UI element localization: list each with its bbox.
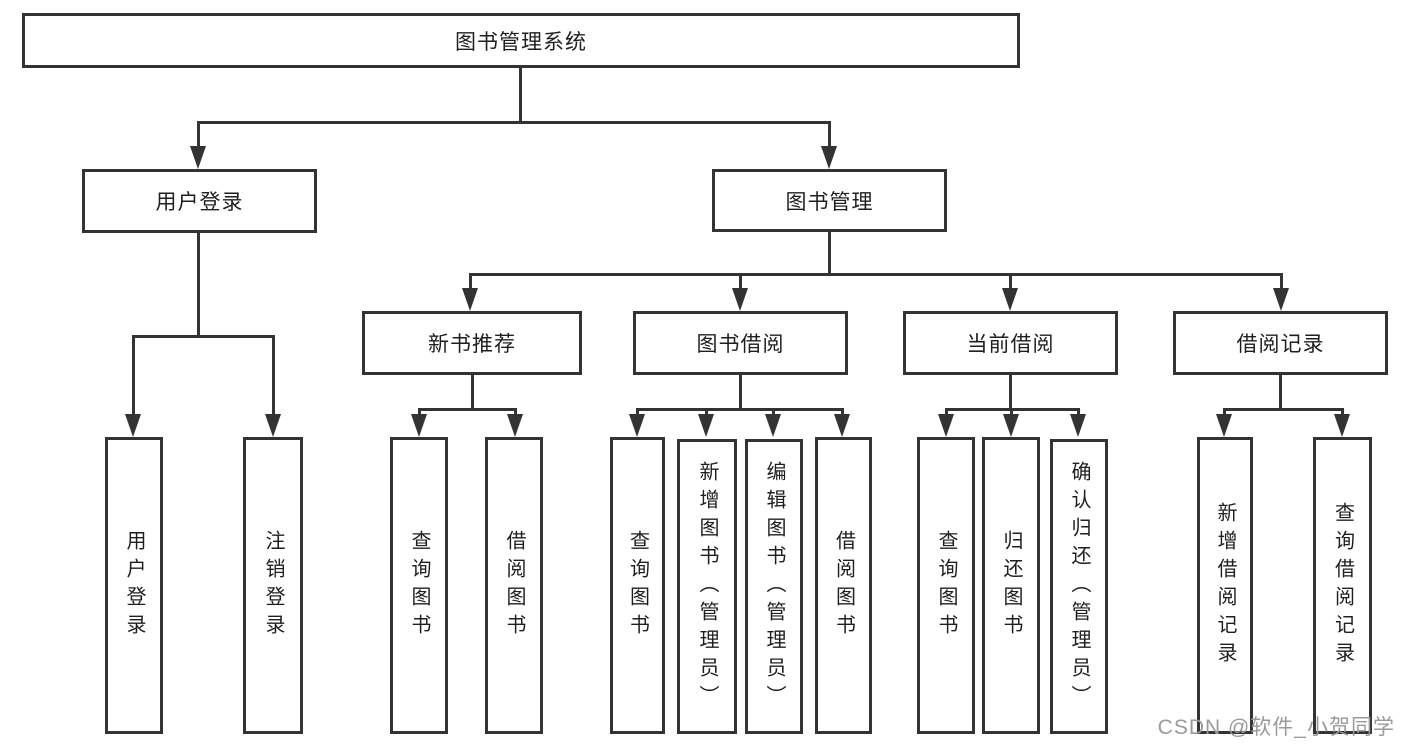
arrow-down-icon: [938, 414, 954, 437]
arrow-down-icon: [1273, 288, 1289, 311]
arrow-down-icon: [732, 288, 748, 311]
leaf-query-borrow-record: 查询借阅记录: [1313, 437, 1372, 734]
connector-current-borrow-stem: [1009, 375, 1012, 408]
leaf-query-borrow-record-label: 查询借阅记录: [1331, 501, 1354, 670]
connector-leaf-drop: [841, 408, 844, 416]
connector-level3-drop: [1280, 273, 1283, 291]
connector-leaf-drop: [705, 408, 708, 416]
connector-root-stem: [519, 68, 522, 121]
connector-book-mgmt-drop: [828, 121, 831, 151]
connector-new-book-stem: [471, 375, 474, 408]
connector-new-book-rail: [418, 408, 516, 411]
leaf-add-borrow-record: 新增借阅记录: [1197, 437, 1253, 734]
connector-leaf-drop: [418, 408, 421, 416]
node-book-management: 图书管理: [712, 169, 947, 232]
node-current-borrow: 当前借阅: [903, 311, 1118, 375]
node-user-login: 用户登录: [82, 169, 317, 233]
arrow-down-icon: [629, 414, 645, 437]
node-borrow-record: 借阅记录: [1173, 311, 1388, 375]
leaf-newbook-borrow-book: 借阅图书: [485, 437, 543, 734]
leaf-current-query-book-label: 查询图书: [935, 529, 957, 642]
connector-borrow-record-stem: [1279, 375, 1282, 408]
leaf-edit-book-admin-label: 编辑图书（管理员）: [763, 460, 785, 713]
arrow-down-icon: [1002, 288, 1018, 311]
connector-leaf-drop: [272, 335, 275, 415]
leaf-return-book: 归还图书: [982, 437, 1040, 734]
leaf-add-book-admin: 新增图书（管理员）: [677, 439, 737, 734]
arrow-down-icon: [190, 146, 206, 169]
connector-leaf-drop: [945, 408, 948, 416]
leaf-add-book-admin-label: 新增图书（管理员）: [696, 460, 718, 713]
arrow-down-icon: [834, 414, 850, 437]
connector-user-login-drop: [197, 121, 200, 151]
arrow-down-icon: [765, 414, 781, 437]
leaf-confirm-return-admin: 确认归还（管理员）: [1050, 439, 1108, 734]
arrow-down-icon: [1334, 414, 1350, 437]
leaf-newbook-query-book: 查询图书: [390, 437, 448, 734]
arrow-down-icon: [1216, 414, 1232, 437]
arrow-down-icon: [1070, 414, 1086, 437]
connector-book-borrow-stem: [739, 375, 742, 408]
leaf-borrow-borrow-book-label: 借阅图书: [832, 529, 855, 642]
node-book-borrow: 图书借阅: [633, 311, 848, 375]
connector-level3-drop: [1009, 273, 1012, 291]
arrow-down-icon: [507, 414, 523, 437]
leaf-borrow-query-book: 查询图书: [610, 437, 665, 734]
connector-level3-drop: [739, 273, 742, 291]
arrow-down-icon: [1003, 414, 1019, 437]
leaf-newbook-query-book-label: 查询图书: [408, 529, 430, 642]
leaf-logout-label: 注销登录: [262, 529, 284, 642]
leaf-borrow-borrow-book: 借阅图书: [815, 437, 872, 734]
connector-borrow-record-rail: [1223, 408, 1344, 411]
leaf-edit-book-admin: 编辑图书（管理员）: [745, 439, 803, 734]
connector-user-login-rail: [132, 335, 274, 338]
connector-level3-drop: [469, 273, 472, 291]
arrow-down-icon: [462, 288, 478, 311]
connector-leaf-drop: [1010, 408, 1013, 416]
leaf-newbook-borrow-book-label: 借阅图书: [503, 529, 525, 642]
connector-level3-rail: [469, 273, 1282, 276]
leaf-user-login-label: 用户登录: [123, 529, 145, 642]
node-root-book-management-system: 图书管理系统: [22, 13, 1020, 68]
connector-book-mgmt-stem: [828, 232, 831, 273]
leaf-confirm-return-admin-label: 确认归还（管理员）: [1068, 460, 1090, 713]
connector-level2-rail: [197, 121, 831, 124]
leaf-return-book-label: 归还图书: [1000, 529, 1022, 642]
connector-leaf-drop: [1223, 408, 1226, 416]
arrow-down-icon: [125, 414, 141, 437]
leaf-add-borrow-record-label: 新增借阅记录: [1214, 501, 1236, 670]
leaf-borrow-query-book-label: 查询图书: [626, 529, 649, 642]
connector-leaf-drop: [514, 408, 517, 416]
csdn-watermark: CSDN @软件_小贺同学: [1157, 716, 1395, 739]
leaf-current-query-book: 查询图书: [917, 437, 975, 734]
leaf-user-login: 用户登录: [105, 437, 163, 734]
connector-leaf-drop: [132, 335, 135, 415]
leaf-logout: 注销登录: [243, 437, 303, 734]
arrow-down-icon: [411, 414, 427, 437]
node-new-book-recommend: 新书推荐: [362, 311, 582, 375]
arrow-down-icon: [821, 146, 837, 169]
connector-leaf-drop: [1341, 408, 1344, 416]
connector-user-login-stem: [197, 233, 200, 335]
connector-leaf-drop: [1077, 408, 1080, 416]
arrow-down-icon: [698, 414, 714, 437]
connector-leaf-drop: [636, 408, 639, 416]
arrow-down-icon: [265, 414, 281, 437]
connector-book-borrow-rail: [636, 408, 844, 411]
connector-leaf-drop: [772, 408, 775, 416]
